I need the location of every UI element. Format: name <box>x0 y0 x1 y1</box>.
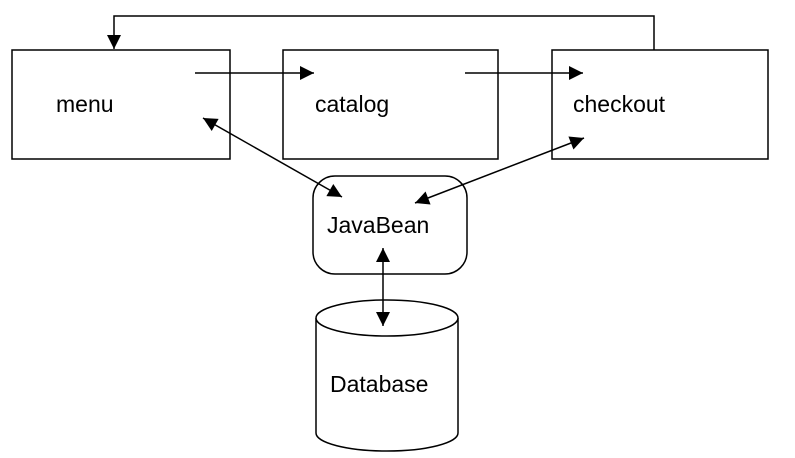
javabean-label: JavaBean <box>327 212 429 238</box>
menu-node: menu <box>11 49 231 160</box>
menu-label: menu <box>56 91 114 117</box>
arrow-menu-javabean <box>202 117 343 198</box>
checkout-box <box>551 49 769 160</box>
database-top <box>315 299 459 337</box>
catalog-label: catalog <box>315 91 389 117</box>
database-cylinder <box>315 318 459 452</box>
javabean-node: JavaBean <box>312 175 468 275</box>
arrow-checkout-javabean <box>414 136 585 205</box>
menu-box <box>11 49 231 160</box>
database-node: Database <box>315 299 459 452</box>
checkout-node: checkout <box>551 49 769 160</box>
database-label: Database <box>330 371 428 397</box>
arrow-checkout-to-menu <box>107 15 655 50</box>
checkout-label: checkout <box>573 91 666 117</box>
catalog-node: catalog <box>282 49 499 160</box>
